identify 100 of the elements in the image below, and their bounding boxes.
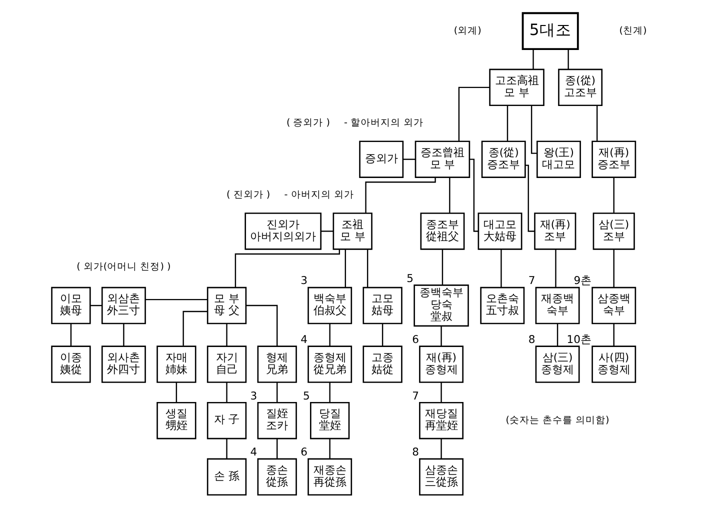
label: ( 진외가 ) [226,190,270,201]
connector [530,105,536,154]
connector [612,177,614,213]
connector [448,177,450,213]
node-box: 5대조 [521,12,578,50]
node-box: 이종 姨從 [50,346,90,383]
node-box: 삼종백 숙부 [591,286,636,324]
node-box: 삼(三) 종형제 [534,346,580,383]
node-box: 왕(王) 대고모 [536,140,580,178]
connector [364,178,436,213]
node-box: 백숙부 伯叔父 [307,286,352,324]
node-label: 3 [300,274,307,288]
connector [246,304,278,346]
node-box: 오촌숙 五寸叔 [480,286,524,324]
node-box: 종조부 從祖父 [420,212,464,250]
connector [556,324,558,346]
connector [500,249,502,288]
connector [381,324,383,346]
node-label: 6 [412,332,418,346]
connector [145,298,207,300]
node-box: 질姪 조카 [256,402,296,440]
connector [344,249,346,288]
node-box: 재당질 再堂姪 [418,402,464,440]
node-box: 이모 姨母 [50,286,90,324]
connector [567,49,568,70]
node-label: 8 [412,446,418,459]
connector [469,158,478,232]
node-box: 외사촌 外四寸 [100,346,146,383]
node-box: 외삼촌 外三寸 [100,286,146,324]
connector [612,324,614,346]
node-box: 형제 兄弟 [256,346,296,383]
node-box: 재종손 再從孫 [307,458,352,496]
connector [226,324,227,346]
node-box: 삼(三) 조부 [592,212,634,250]
connector [524,164,534,232]
node-box: 대고모 大姑母 [477,212,522,250]
connector [554,249,556,288]
node-label: 4 [250,446,257,459]
connector [276,438,278,459]
connector [458,86,490,142]
node-box: 삼종손 三從孫 [418,458,464,496]
label: - 할아버지의 외가 [343,118,424,129]
connector [366,249,368,288]
label: - 아버지의 외가 [284,190,354,201]
connector [122,324,124,346]
label: ( 외가(어머니 친정) ) [76,261,170,272]
label: (친계) [618,25,646,36]
node-box: 재(再) 종형제 [418,346,464,383]
connector [441,249,443,286]
node-box: 종손 從孫 [256,458,296,496]
node-box: 재종백 숙부 [534,286,580,324]
node-label: 5 [302,389,310,402]
node-box: 손 孫 [206,458,246,496]
node-box: 종백숙부 당숙 堂叔 [413,284,468,327]
node-label: 7 [412,389,418,402]
connector [328,438,330,459]
node-box: 종형제 從兄弟 [307,346,352,383]
connector [320,230,333,232]
connector [328,382,330,402]
node-box: 자매 姉妹 [156,346,196,383]
node-box: 모 부 母 父 [206,286,246,324]
node-label: 4 [300,332,307,346]
node-box: 자기 自己 [206,346,246,383]
connector [440,382,442,402]
node-box: 당질 堂姪 [310,402,350,440]
node-box: 종(從) 고조부 [558,68,602,106]
connector [226,438,227,459]
node-box: 재(再) 조부 [534,212,576,250]
node-label: 5 [406,272,414,285]
node-box: 고조高祖 모 부 [488,68,544,106]
node-label: 6 [300,446,307,459]
connector [506,106,508,141]
node-box: 종(從) 증조부 [480,140,526,178]
connector [175,382,177,402]
label: (숫자는 촌수를 의미함) [505,414,609,426]
node-box: 진외가 아버지의외가 [244,212,321,250]
node-box: 사(四) 종형제 [591,346,636,383]
node-box: 고모 姑母 [362,286,402,324]
connector [276,382,278,402]
connector [440,438,442,459]
connector [596,106,598,141]
node-box: 생질 甥姪 [156,402,196,440]
node-box: 고종 姑從 [362,346,402,383]
node-box: 조祖 모 부 [332,212,372,250]
connector [402,158,415,160]
connector [234,250,340,288]
node-label: 3 [250,389,257,402]
connector [612,249,614,288]
label: (외계) [453,25,481,36]
node-box: 증외가 [358,140,404,178]
connector [182,310,208,346]
connector [440,326,442,346]
connector [226,382,227,402]
node-box: 재(再) 증조부 [591,140,636,178]
connector [328,324,330,346]
node-label: 9촌 [573,274,592,288]
connector [532,49,534,70]
node-label: 10촌 [566,332,591,346]
node-label: 7 [528,274,535,288]
node-box: 증조曾祖 모 부 [414,140,470,178]
